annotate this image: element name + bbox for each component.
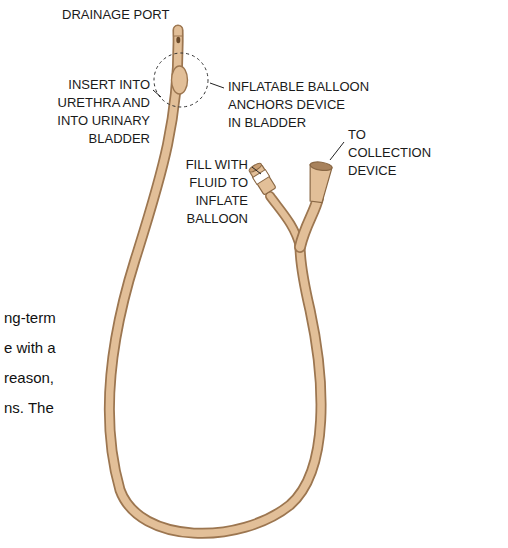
leader-line: [210, 83, 224, 88]
body-text-fragment: e with a: [4, 339, 56, 357]
part-label: FILL WITH FLUID TO INFLATE BALLOON: [186, 156, 248, 228]
part-label: INSERT INTO URETHRA AND INTO URINARY BLA…: [57, 76, 150, 148]
valve-band: [253, 170, 270, 185]
part-label: INFLATABLE BALLOON ANCHORS DEVICE IN BLA…: [228, 78, 369, 132]
catheter-tip: [174, 26, 183, 37]
balloon-highlight-circle: [154, 53, 208, 107]
leader-line: [330, 142, 344, 160]
inflation-branch: [270, 196, 300, 247]
inflation-branch-outline: [270, 196, 300, 247]
leader-line: [153, 90, 161, 97]
valve-cap: [248, 162, 263, 174]
part-label: DRAINAGE PORT: [62, 6, 169, 24]
body-text-fragment: ns. The: [4, 399, 54, 417]
part-label: TO COLLECTION DEVICE: [348, 126, 431, 180]
body-text-fragment: reason,: [4, 369, 54, 387]
leader-line: [252, 167, 261, 174]
body-text-fragment: ng-term: [4, 309, 56, 327]
valve-body: [249, 164, 276, 195]
drainage-branch: [300, 198, 318, 247]
drainage-funnel: [305, 161, 332, 204]
inflation-valve: [248, 162, 277, 196]
drainage-branch-outline: [300, 198, 318, 247]
drainage-eye: [176, 37, 180, 43]
balloon: [172, 66, 188, 94]
funnel-opening: [310, 161, 333, 172]
